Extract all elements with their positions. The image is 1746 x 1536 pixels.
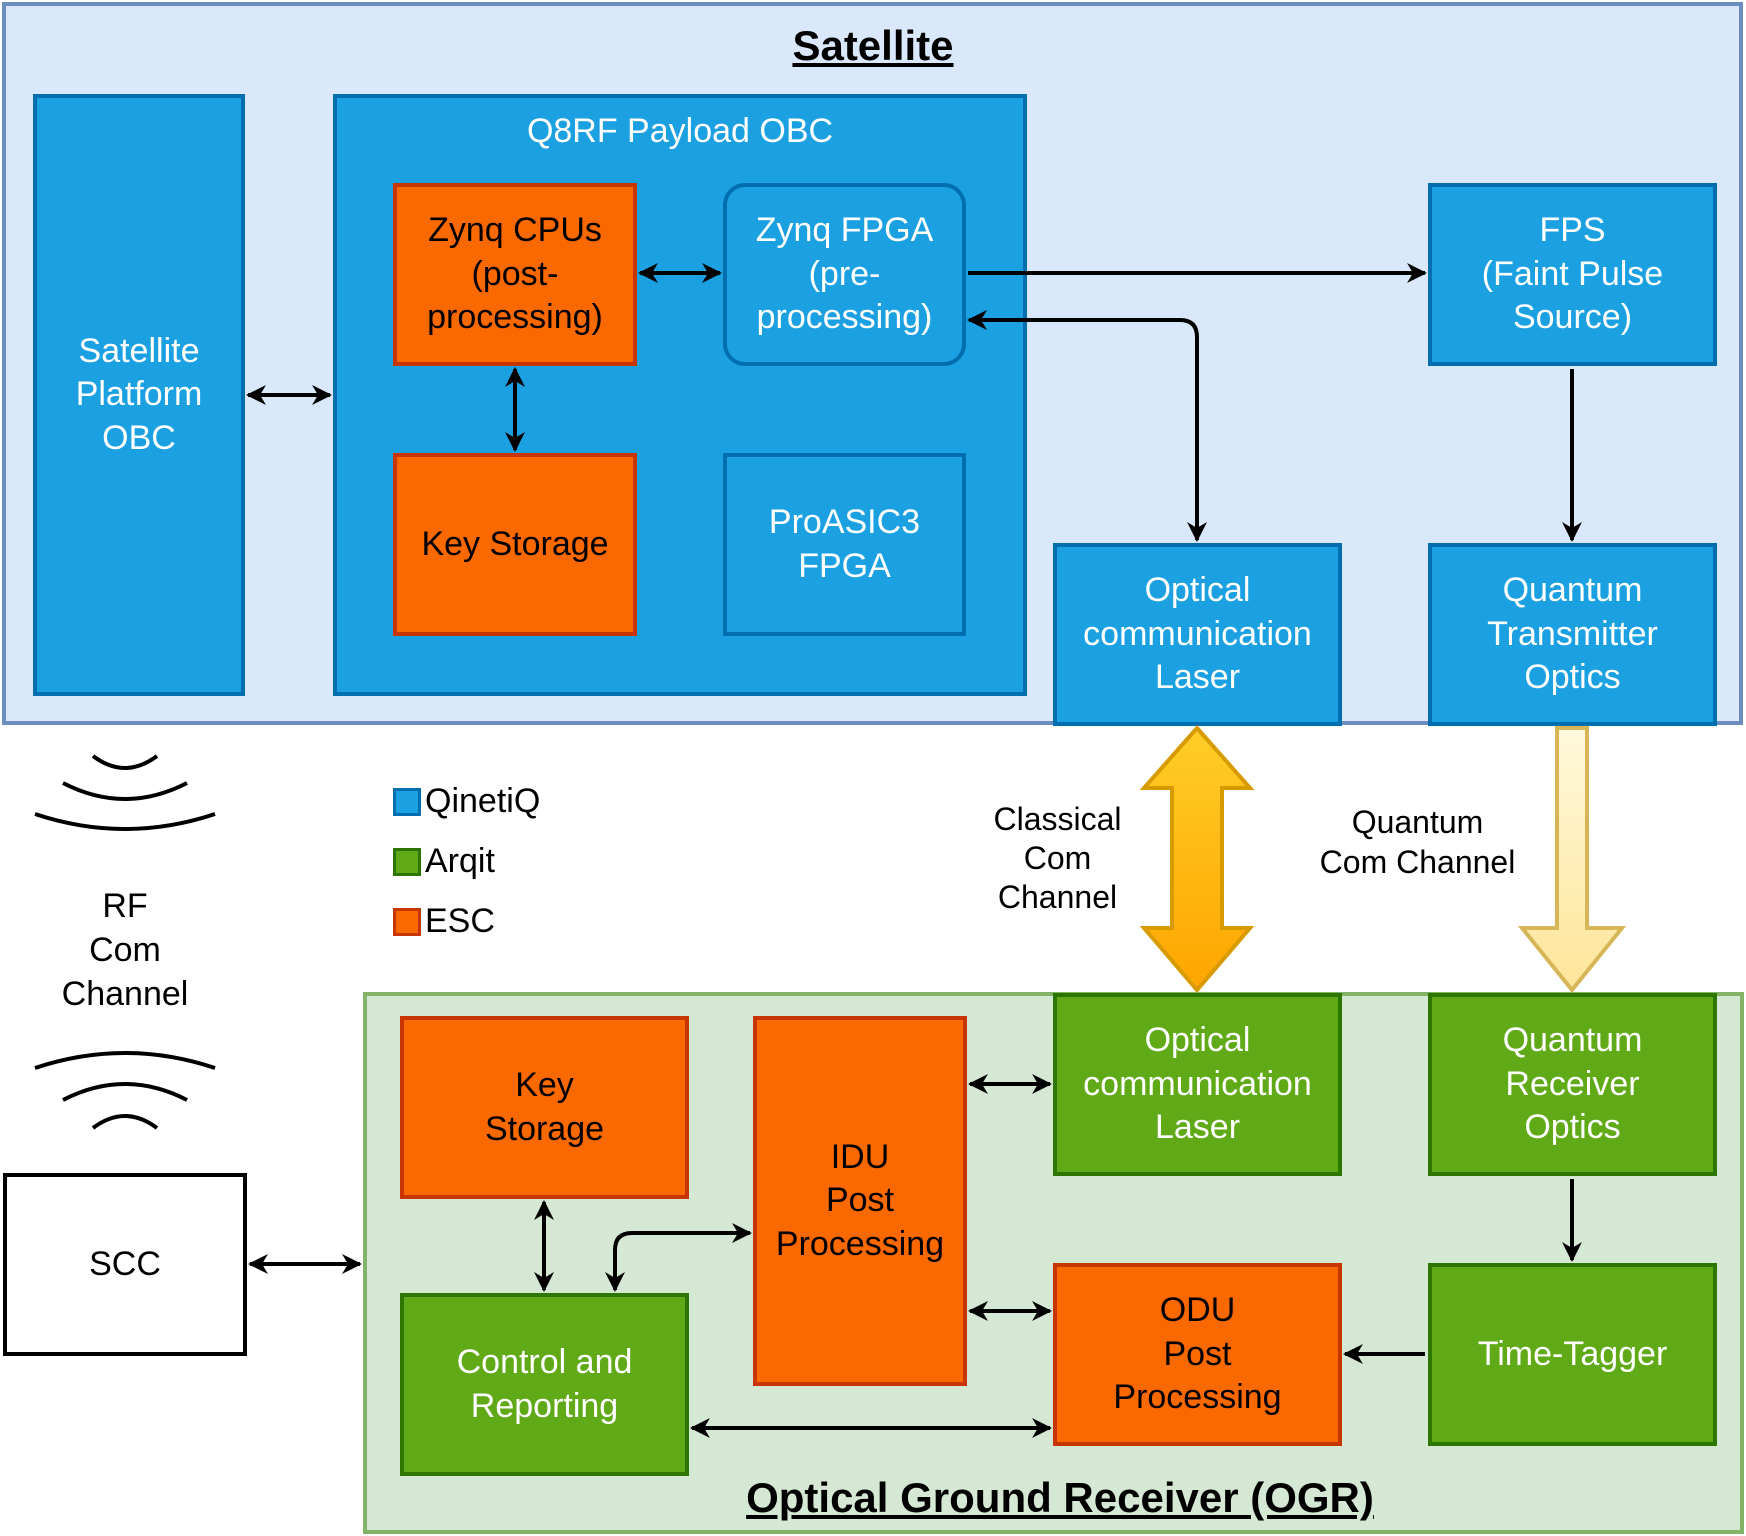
legend-item-arqit: Arqit [393, 842, 495, 881]
idu-post-processing-box: IDU Post Processing [753, 1016, 967, 1386]
wireless-top-icon [34, 754, 216, 831]
satellite-platform-obc-box: Satellite Platform OBC [33, 94, 245, 696]
wireless-bottom-icon [34, 1051, 216, 1130]
zynq-cpus-box: Zynq CPUs (post- processing) [393, 183, 637, 366]
odu-post-processing-box: ODU Post Processing [1053, 1263, 1342, 1446]
legend-swatch [393, 907, 421, 936]
legend-item-qinetiq: QinetiQ [393, 782, 540, 821]
zynq-fpga-box: Zynq FPGA (pre- processing) [723, 183, 966, 366]
quantum-channel-label: Quantum Com Channel [1319, 804, 1516, 880]
time-tagger-box: Time-Tagger [1428, 1263, 1717, 1446]
control-reporting-box: Control and Reporting [400, 1293, 689, 1476]
legend-item-esc: ESC [393, 902, 495, 941]
arrow-control-idu [605, 1223, 752, 1292]
proasic-fpga-box: ProASIC3 FPGA [723, 453, 966, 636]
ogr-key-storage-box: Key Storage [400, 1016, 689, 1199]
classical-channel-label: Classical Com Channel [993, 801, 1122, 916]
sat-optical-laser-box: Optical communication Laser [1053, 543, 1342, 726]
ogr-title: Optical Ground Receiver (OGR) [746, 1474, 1374, 1521]
satellite-title: Satellite [792, 22, 954, 69]
payload-obc-label: Q8RF Payload OBC [526, 112, 834, 150]
legend-label: Arqit [425, 842, 495, 880]
fps-box: FPS (Faint Pulse Source) [1428, 183, 1717, 366]
sat-key-storage-box: Key Storage [393, 453, 637, 636]
legend-swatch [393, 847, 421, 876]
quantum-receiver-box: Quantum Receiver Optics [1428, 993, 1717, 1176]
arrow-fpga-optical-laser [967, 310, 1207, 542]
quantum-transmitter-box: Quantum Transmitter Optics [1428, 543, 1717, 726]
rf-channel-label: RF Com Channel [61, 887, 189, 1014]
scc-box: SCC [3, 1173, 247, 1356]
ogr-optical-laser-box: Optical communication Laser [1053, 993, 1342, 1176]
legend-label: QinetiQ [425, 782, 541, 820]
quantum-channel-arrow [1517, 726, 1627, 994]
legend-swatch [393, 787, 421, 816]
classical-channel-arrow [1139, 724, 1255, 994]
legend-label: ESC [425, 902, 495, 940]
